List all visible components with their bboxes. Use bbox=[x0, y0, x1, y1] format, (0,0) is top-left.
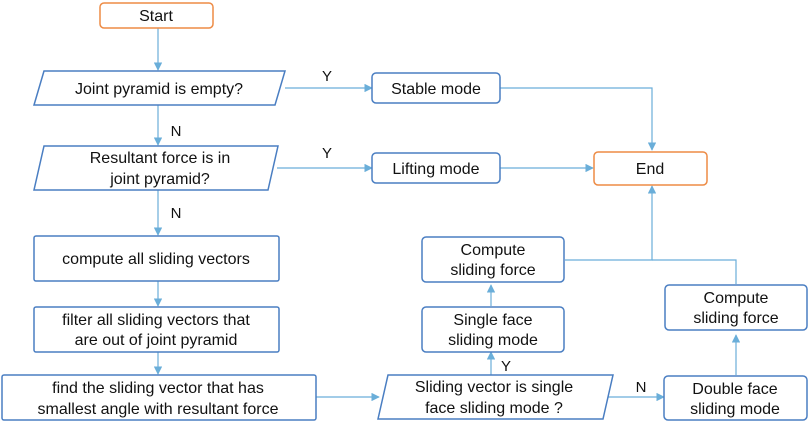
node-double-face: Double face sliding mode bbox=[663, 375, 808, 421]
node-start: Start bbox=[99, 2, 214, 29]
node-compute-vectors: compute all sliding vectors bbox=[33, 235, 280, 282]
node-end-label: End bbox=[636, 161, 664, 178]
node-sliding-question: Sliding vector is single face sliding mo… bbox=[377, 374, 614, 420]
node-resultant-line2: joint pyramid? bbox=[109, 171, 210, 188]
node-compute-force-single-line1: Compute bbox=[461, 242, 526, 259]
connectors bbox=[153, 28, 741, 402]
node-compute-force-double: Compute sliding force bbox=[664, 284, 808, 331]
edge-label-resultant-no: N bbox=[171, 205, 182, 222]
edge-labels: Y N Y N Y N bbox=[171, 68, 647, 396]
node-filter-vectors: filter all sliding vectors that are out … bbox=[33, 306, 280, 353]
node-lifting-mode-label: Lifting mode bbox=[392, 161, 479, 178]
node-single-face-line1: Single face bbox=[453, 312, 532, 329]
edge-stable-to-end bbox=[500, 87, 657, 151]
node-single-face-line2: sliding mode bbox=[448, 332, 538, 349]
node-lifting-mode: Lifting mode bbox=[371, 152, 501, 184]
edge-label-resultant-yes: Y bbox=[322, 145, 332, 162]
node-find-line1: find the sliding vector that has bbox=[52, 380, 264, 397]
edge-label-empty-yes: Y bbox=[322, 68, 332, 85]
node-single-face: Single face sliding mode bbox=[421, 306, 565, 353]
node-resultant-in-pyramid: Resultant force is in joint pyramid? bbox=[33, 145, 279, 191]
node-sliding-question-line2: face sliding mode ? bbox=[425, 400, 563, 417]
edge-compute-force-double-to-end bbox=[652, 259, 737, 284]
node-filter-line1: filter all sliding vectors that bbox=[62, 312, 250, 329]
node-sliding-question-line1: Sliding vector is single bbox=[415, 379, 573, 396]
node-start-label: Start bbox=[139, 8, 173, 25]
node-end: End bbox=[593, 151, 708, 186]
node-joint-empty: Joint pyramid is empty? bbox=[32, 70, 287, 106]
node-double-face-line2: sliding mode bbox=[690, 401, 780, 418]
edge-label-single-no: N bbox=[636, 379, 647, 396]
node-find-line2: smallest angle with resultant force bbox=[38, 401, 279, 418]
node-find-vector: find the sliding vector that has smalles… bbox=[1, 374, 317, 421]
node-stable-mode: Stable mode bbox=[371, 72, 501, 104]
node-resultant-line1: Resultant force is in bbox=[90, 150, 231, 167]
node-double-face-line1: Double face bbox=[692, 381, 777, 398]
node-filter-line2: are out of joint pyramid bbox=[75, 332, 238, 349]
node-compute-force-single-line2: sliding force bbox=[450, 262, 535, 279]
edge-compute-force-single-to-end bbox=[565, 185, 657, 261]
node-stable-mode-label: Stable mode bbox=[391, 81, 481, 98]
node-joint-empty-label: Joint pyramid is empty? bbox=[75, 81, 243, 98]
node-compute-vectors-label: compute all sliding vectors bbox=[62, 251, 250, 268]
edge-label-empty-no: N bbox=[171, 123, 182, 140]
node-compute-force-single: Compute sliding force bbox=[421, 236, 565, 283]
edge-label-single-yes: Y bbox=[501, 358, 511, 375]
node-compute-force-double-line2: sliding force bbox=[693, 310, 778, 327]
node-compute-force-double-line1: Compute bbox=[704, 290, 769, 307]
